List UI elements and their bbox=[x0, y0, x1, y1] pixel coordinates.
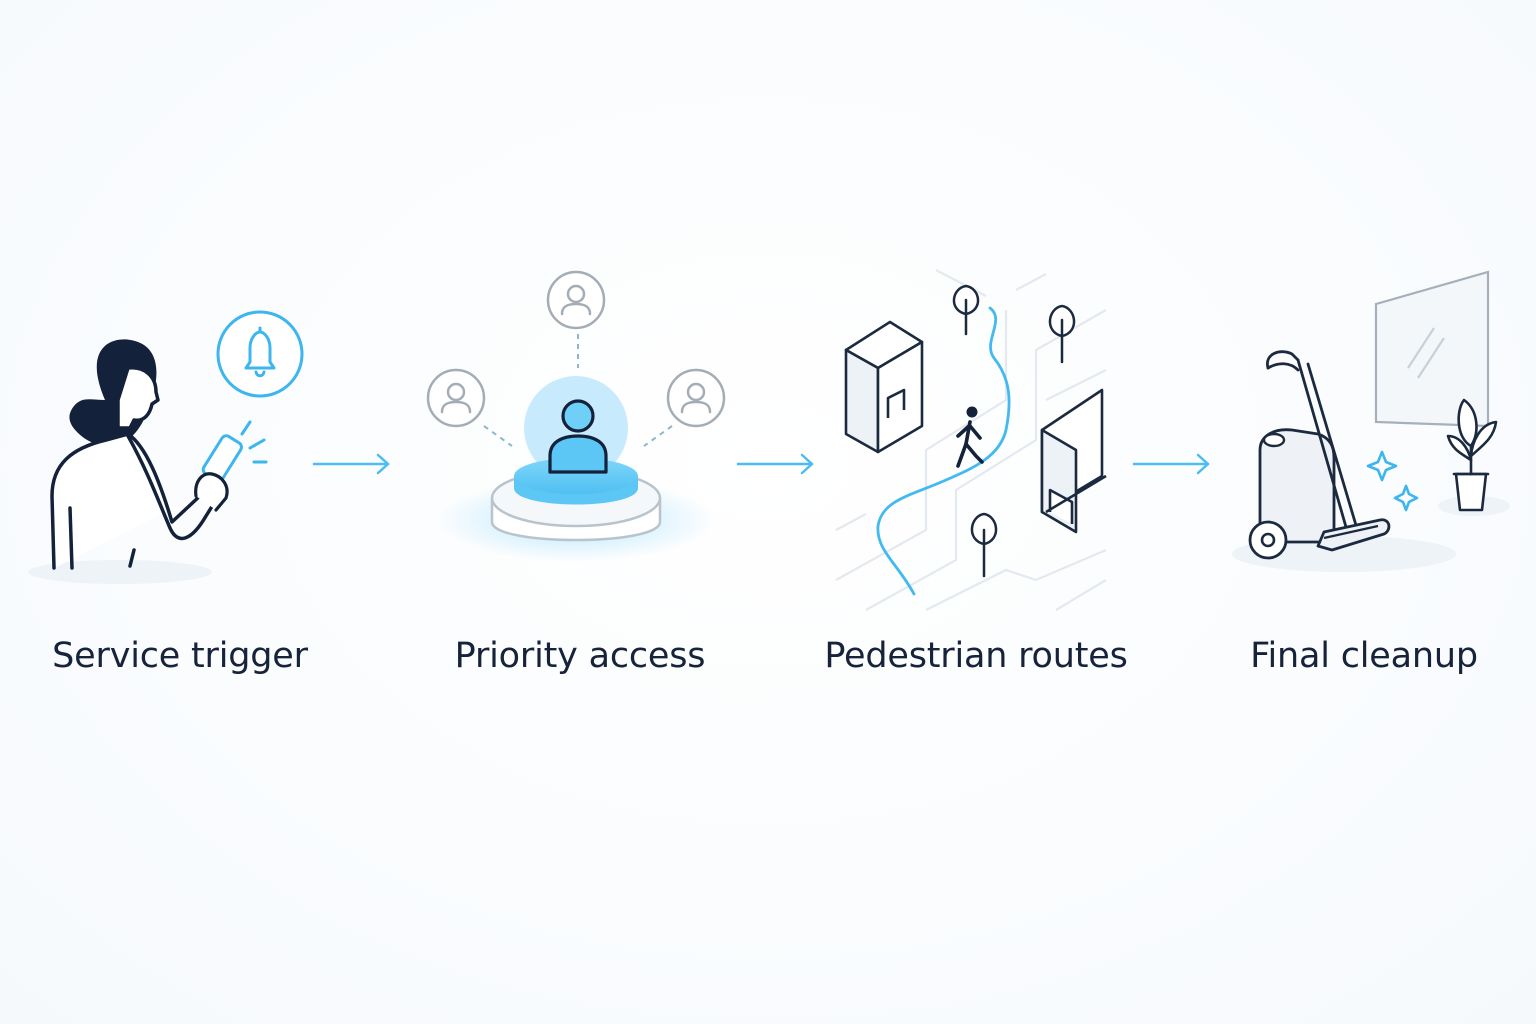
step-priority-access: Priority access bbox=[410, 250, 750, 710]
step-pedestrian-routes: Pedestrian routes bbox=[806, 250, 1146, 710]
step-final-cleanup: Final cleanup bbox=[1194, 250, 1534, 710]
step-label: Pedestrian routes bbox=[824, 636, 1128, 676]
step-label: Final cleanup bbox=[1250, 636, 1478, 676]
step-label: Service trigger bbox=[52, 636, 308, 676]
walking-route-map-icon bbox=[835, 269, 1107, 611]
priority-user-platform-icon bbox=[426, 270, 726, 562]
vacuum-cleaner-icon bbox=[1232, 270, 1510, 572]
arrow-right-icon bbox=[312, 453, 390, 475]
step-label: Priority access bbox=[454, 636, 706, 676]
arrow-right-icon bbox=[1132, 453, 1210, 475]
step-service-trigger: Service trigger bbox=[10, 250, 350, 710]
person-with-phone-bell-icon bbox=[28, 310, 304, 584]
arrow-right-icon bbox=[736, 453, 814, 475]
